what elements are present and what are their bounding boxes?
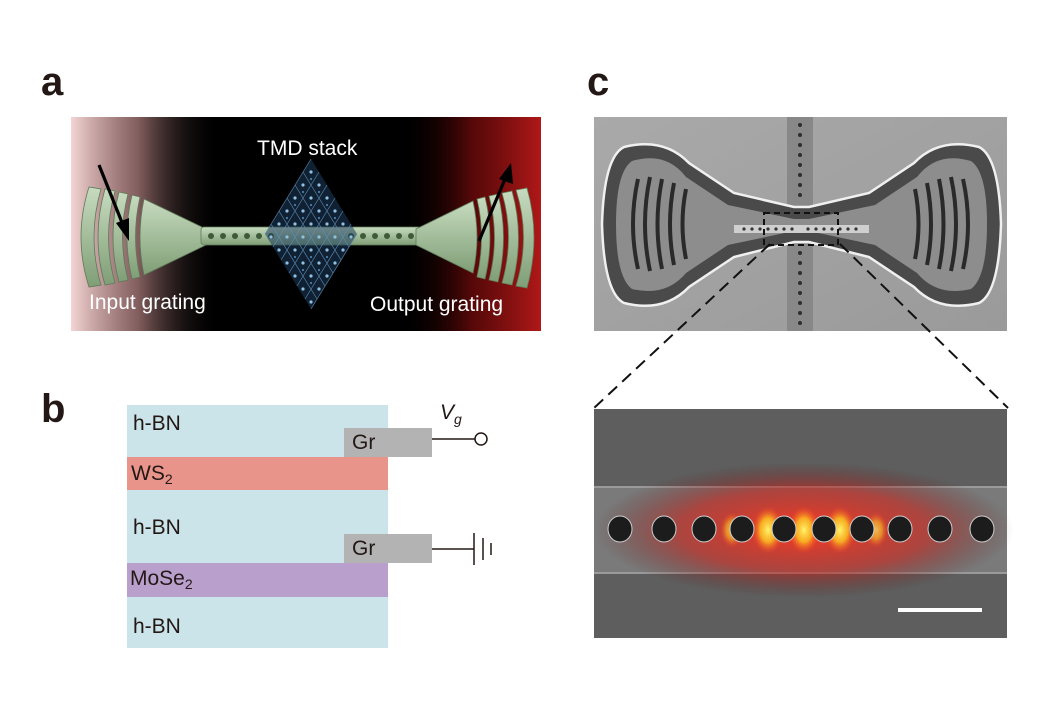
zoom-lines bbox=[593, 243, 1009, 409]
sem-output-grating bbox=[913, 176, 970, 272]
mose2-label-main: MoSe bbox=[130, 567, 185, 590]
circuit-wires bbox=[432, 432, 492, 565]
panel-a-illustration bbox=[71, 117, 541, 331]
zoom-region-box bbox=[763, 212, 839, 246]
ws2-label: WS2 bbox=[131, 463, 173, 486]
gr-top-label: Gr bbox=[352, 431, 376, 454]
sem-waveguide bbox=[734, 225, 869, 233]
output-grating-label: Output grating bbox=[370, 293, 504, 316]
tmd-stack-lattice bbox=[264, 158, 358, 310]
sem-input-grating bbox=[631, 176, 688, 272]
ws2-label-sub: 2 bbox=[164, 471, 173, 487]
mose2-layer bbox=[127, 563, 388, 597]
mose2-label-sub: 2 bbox=[184, 576, 193, 592]
output-grating bbox=[415, 187, 535, 289]
scale-bar bbox=[898, 608, 982, 612]
hbn-bottom-label: h-BN bbox=[133, 615, 181, 638]
panel-c-zoom-image bbox=[594, 409, 1014, 638]
panel-letter-a: a bbox=[41, 60, 64, 104]
terminal-circle-icon bbox=[474, 432, 488, 446]
tmd-stack-label: TMD stack bbox=[257, 137, 358, 160]
hbn-middle-label: h-BN bbox=[133, 516, 181, 539]
graphene-contact-top bbox=[344, 428, 432, 457]
ws2-label-main: WS bbox=[131, 462, 165, 485]
input-grating bbox=[80, 186, 207, 288]
output-arrow-icon bbox=[477, 163, 513, 242]
gate-terminal bbox=[432, 432, 488, 446]
ground-icon bbox=[432, 533, 492, 565]
mose2-label: MoSe2 bbox=[130, 568, 193, 591]
gr-bottom-label: Gr bbox=[352, 537, 376, 560]
panel-letter-c: c bbox=[587, 60, 610, 104]
input-grating-label: Input grating bbox=[89, 291, 206, 314]
gate-voltage-label: Vg bbox=[440, 402, 462, 426]
hbn-top-label: h-BN bbox=[133, 412, 181, 435]
panel-letter-b: b bbox=[41, 387, 66, 431]
input-arrow-icon bbox=[97, 164, 129, 241]
zoom-holes bbox=[607, 515, 995, 543]
panel-c-sem-image bbox=[594, 117, 1007, 331]
graphene-contact-bottom bbox=[344, 534, 432, 563]
gate-voltage-main: V bbox=[440, 401, 455, 424]
ws2-layer bbox=[127, 457, 388, 490]
gate-voltage-sub: g bbox=[454, 411, 462, 427]
